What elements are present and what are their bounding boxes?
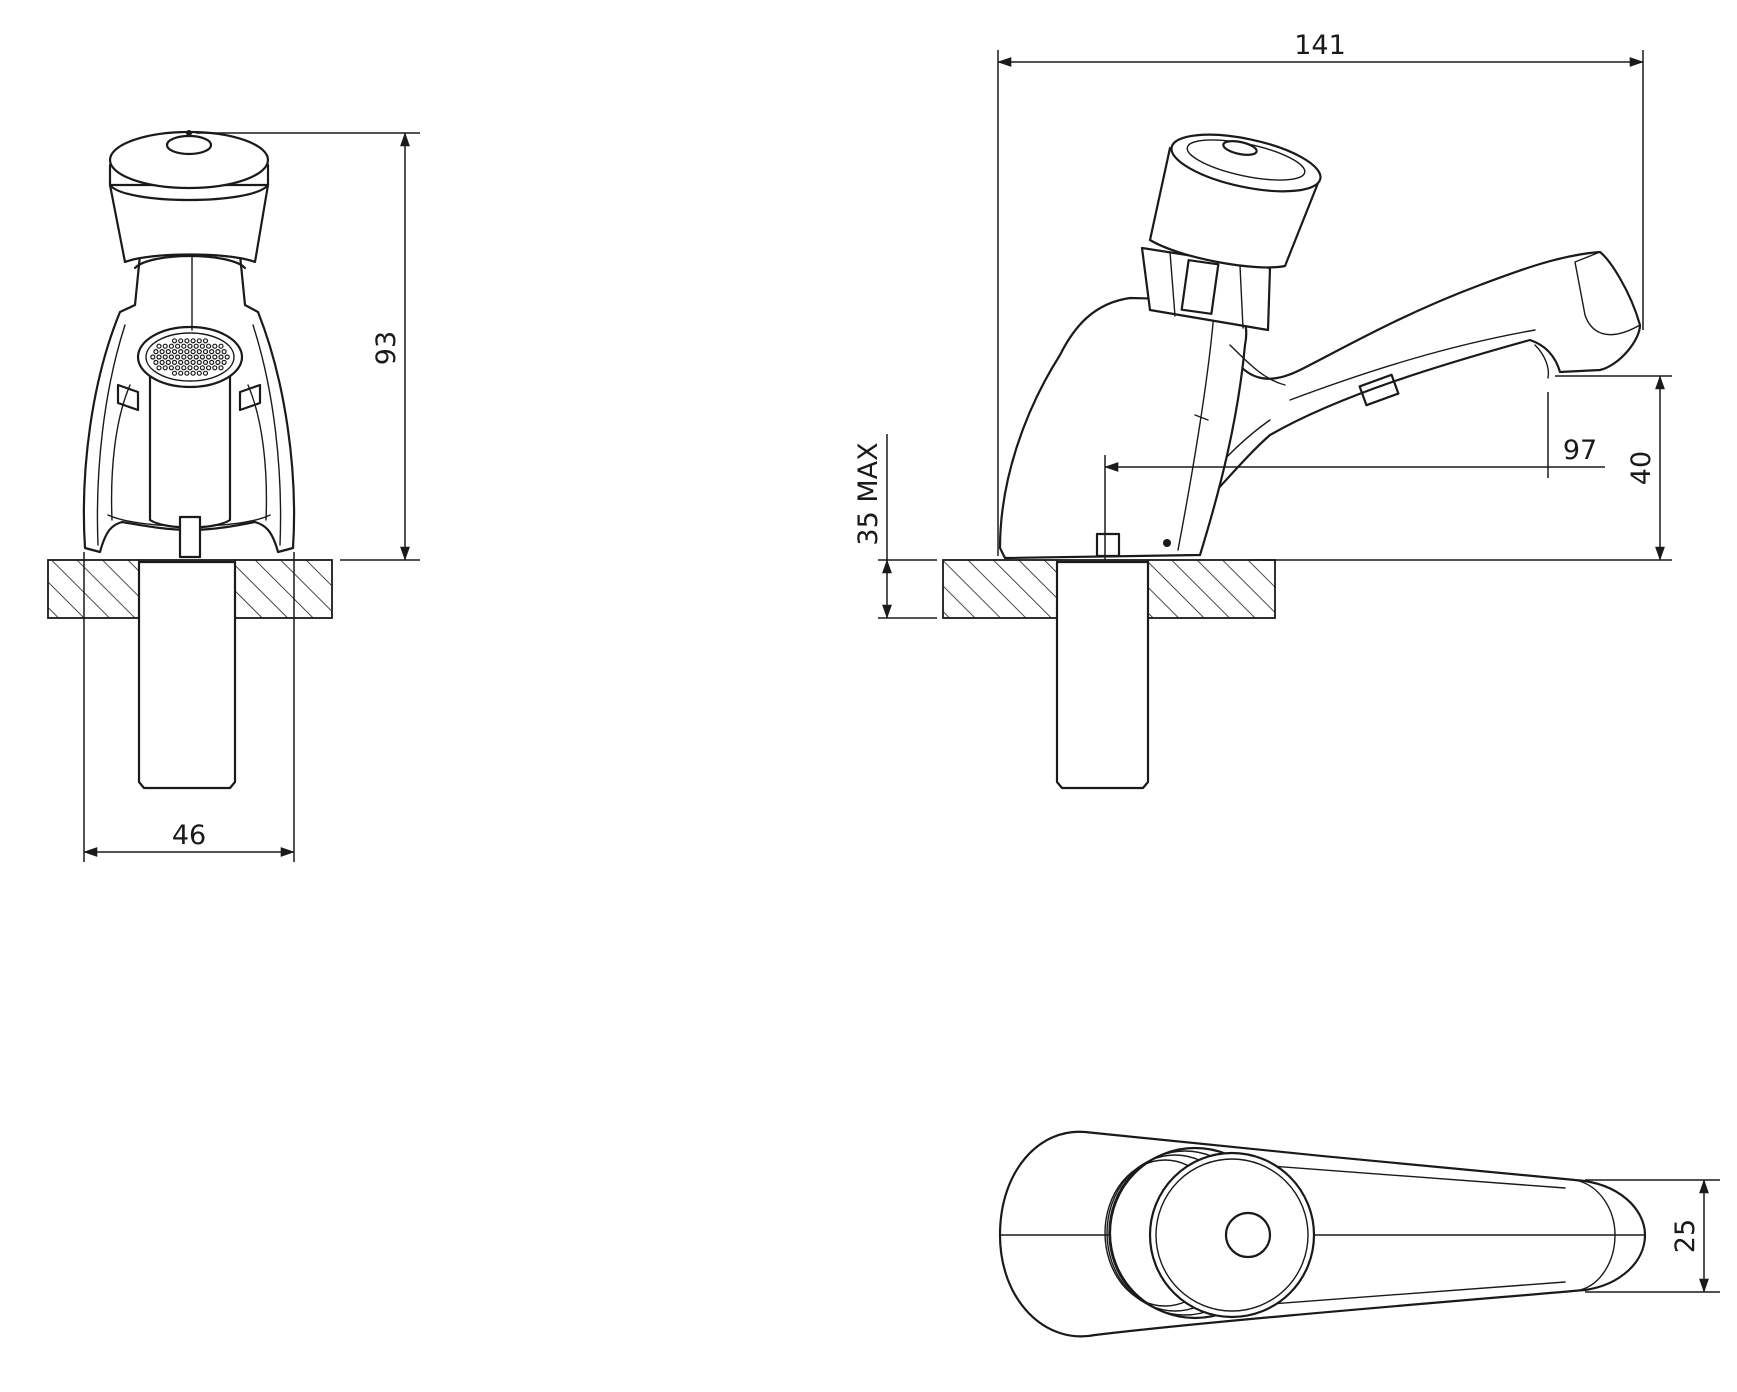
dim-spout-reach-label: 97 (1563, 435, 1597, 466)
front-push-button (108, 183, 270, 264)
aerator-face (136, 325, 244, 389)
side-shank (1055, 560, 1150, 790)
front-view: 46 93 (47, 130, 420, 862)
dim-deck-thickness-label: 35 MAX (853, 442, 884, 545)
front-shank (137, 560, 237, 790)
top-body-outline (998, 1130, 1647, 1338)
top-button-center (1224, 1211, 1272, 1259)
dim-height-label: 93 (371, 331, 402, 365)
top-view: 25 (998, 1130, 1720, 1338)
dim-spout-width-label: 25 (1670, 1219, 1701, 1253)
dim-spout-height-label: 40 (1626, 451, 1657, 485)
aerator-perforations (150, 338, 230, 376)
side-body (998, 296, 1248, 560)
side-button-top (1170, 133, 1322, 193)
side-view: 141 97 40 35 MAX (853, 30, 1672, 790)
dim-overall-length-label: 141 (1294, 30, 1346, 61)
dim-width-label: 46 (172, 820, 206, 851)
